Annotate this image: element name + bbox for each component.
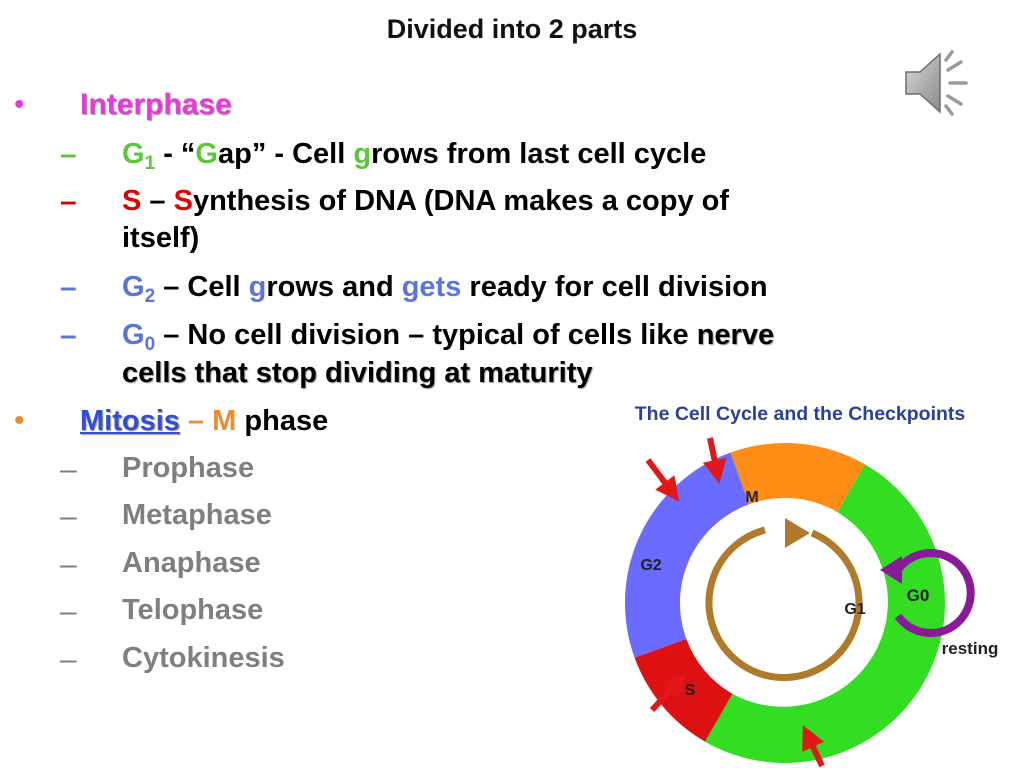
label-g0: G0: [907, 586, 930, 605]
g1-subscript: 1: [144, 153, 156, 174]
g1-gap-letter: G: [195, 138, 218, 170]
label-s: S: [685, 682, 696, 699]
g2-line: G2 – Cell grows and gets ready for cell …: [122, 271, 768, 308]
segment-m: [730, 442, 865, 513]
phase-cytokinesis: Cytokinesis: [122, 642, 285, 674]
dash-phase-5: –: [60, 643, 77, 676]
checkpoint-arrow-4: [802, 725, 825, 768]
bullet-interphase: •: [14, 88, 25, 121]
g0-loop-arrowhead: [880, 556, 902, 584]
inner-cycle-arrow: [705, 526, 863, 682]
dash-phase-3: –: [60, 548, 77, 581]
g2-letter: G: [122, 271, 145, 303]
g0-subscript: 0: [144, 334, 156, 355]
mitosis-dash: –: [179, 405, 213, 437]
dash-phase-2: –: [60, 500, 77, 533]
g1-line: G1 - “Gap” - Cell grows from last cell c…: [122, 138, 706, 175]
g2-text-1: – Cell: [155, 271, 249, 303]
g1-text-3: rows from last cell cycle: [371, 138, 707, 170]
cell-cycle-diagram: The Cell Cycle and the Checkpoints M G2 …: [624, 403, 999, 768]
s-text-2: ynthesis of DNA (DNA makes a copy of: [192, 185, 730, 217]
checkpoint-arrow-1: [645, 458, 680, 502]
s-letter: S: [122, 185, 142, 217]
dash-phase-4: –: [60, 595, 77, 628]
phase-telophase: Telophase: [122, 594, 264, 626]
g1-text-1: - “: [155, 138, 196, 170]
dash-phase-1: –: [60, 453, 77, 486]
checkpoint-arrow-3: [649, 673, 687, 713]
inner-arrow-head: [785, 518, 810, 548]
label-g1: G1: [844, 601, 865, 618]
mitosis-phase-text: phase: [236, 405, 329, 437]
g0-text-1: – No cell division – typical of cells li…: [155, 319, 697, 351]
phase-metaphase: Metaphase: [122, 499, 272, 531]
dash-g2: –: [60, 271, 77, 304]
dash-g1: –: [60, 138, 77, 171]
s-synthesis-letter: S: [173, 185, 193, 217]
g0-line: G0 – No cell division – typical of cells…: [122, 319, 774, 356]
slide-title: Divided into 2 parts: [386, 14, 638, 44]
diagram-title: The Cell Cycle and the Checkpoints: [635, 403, 966, 425]
dash-g0: –: [60, 319, 77, 352]
interphase-heading: Interphase: [80, 88, 232, 121]
bullet-mitosis: •: [14, 404, 25, 437]
label-m: M: [745, 489, 758, 506]
phase-prophase: Prophase: [122, 452, 255, 484]
s-line: S – Synthesis of DNA (DNA makes a copy o…: [122, 185, 729, 218]
g2-text-3: ready for cell division: [461, 271, 768, 303]
g2-text-2: rows and: [266, 271, 402, 303]
segment-g2: [624, 452, 750, 658]
g0-letter: G: [122, 319, 145, 351]
dash-s: –: [60, 185, 77, 218]
g1-text-2: ap” - Cell: [217, 138, 354, 170]
checkpoint-arrow-2: [702, 437, 727, 484]
phase-anaphase: Anaphase: [122, 547, 261, 579]
speaker-icon[interactable]: [900, 48, 974, 118]
g0-nerve-word: nerve: [696, 319, 775, 351]
mitosis-m-letter: M: [212, 405, 237, 437]
mitosis-link[interactable]: Mitosis: [80, 405, 180, 437]
g2-grows-letter: g: [248, 271, 267, 303]
g1-grows-letter: g: [353, 138, 372, 170]
label-resting: resting: [942, 639, 999, 658]
segment-g1: [705, 464, 945, 764]
s-line-2: itself): [122, 222, 200, 254]
g0-line-2: cells that stop dividing at maturity: [122, 357, 593, 389]
g2-subscript: 2: [144, 286, 156, 307]
s-text-1: –: [141, 185, 174, 217]
g0-loop-arrow: [894, 549, 975, 637]
label-g2: G2: [640, 557, 661, 574]
mitosis-line: Mitosis – M phase: [80, 405, 328, 438]
g2-gets-word: gets: [401, 271, 462, 303]
g1-letter: G: [122, 138, 145, 170]
